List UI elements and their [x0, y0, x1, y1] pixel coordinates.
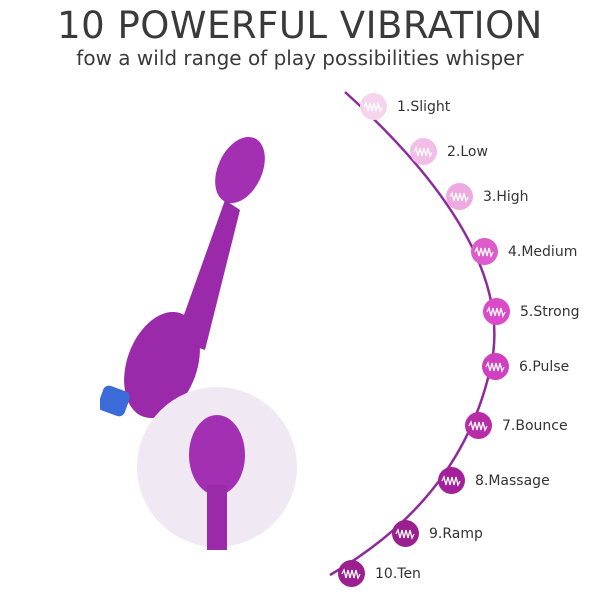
mode-item: 5.Strong — [483, 298, 580, 325]
mode-item: 9.Ramp — [392, 520, 483, 547]
waveform-icon — [482, 353, 509, 380]
mode-label: 9.Ramp — [429, 525, 483, 542]
waveform-icon — [446, 183, 473, 210]
waveform-icon — [483, 298, 510, 325]
mode-item: 8.Massage — [438, 467, 550, 494]
waveform-icon — [410, 138, 437, 165]
mode-item: 6.Pulse — [482, 353, 569, 380]
head-detail-illustration — [135, 385, 300, 550]
waveform-icon — [392, 520, 419, 547]
waveform-icon — [438, 467, 465, 494]
waveform-icon — [465, 412, 492, 439]
mode-label: 1.Slight — [397, 98, 451, 115]
page-subtitle: fow a wild range of play possibilities w… — [76, 46, 524, 70]
mode-label: 5.Strong — [520, 303, 580, 320]
page-title: 10 POWERFUL VIBRATION — [57, 4, 543, 47]
waveform-icon — [360, 93, 387, 120]
head-detail-icon — [137, 387, 297, 550]
mode-item: 7.Bounce — [465, 412, 568, 439]
mode-label: 3.High — [483, 188, 529, 205]
mode-label: 8.Massage — [475, 472, 550, 489]
mode-item: 1.Slight — [360, 93, 450, 120]
mode-item: 4.Medium — [471, 238, 577, 265]
product-shape-icon — [98, 136, 265, 419]
mode-label: 4.Medium — [508, 243, 578, 260]
mode-label: 10.Ten — [375, 565, 421, 582]
mode-label: 7.Bounce — [502, 417, 568, 434]
mode-item: 10.Ten — [338, 560, 421, 587]
waveform-icon — [471, 238, 498, 265]
waveform-icon — [338, 560, 365, 587]
mode-item: 2.Low — [410, 138, 488, 165]
mode-label: 2.Low — [447, 143, 488, 160]
mode-label: 6.Pulse — [519, 358, 570, 375]
mode-item: 3.High — [446, 183, 529, 210]
product-illustration — [98, 120, 300, 450]
